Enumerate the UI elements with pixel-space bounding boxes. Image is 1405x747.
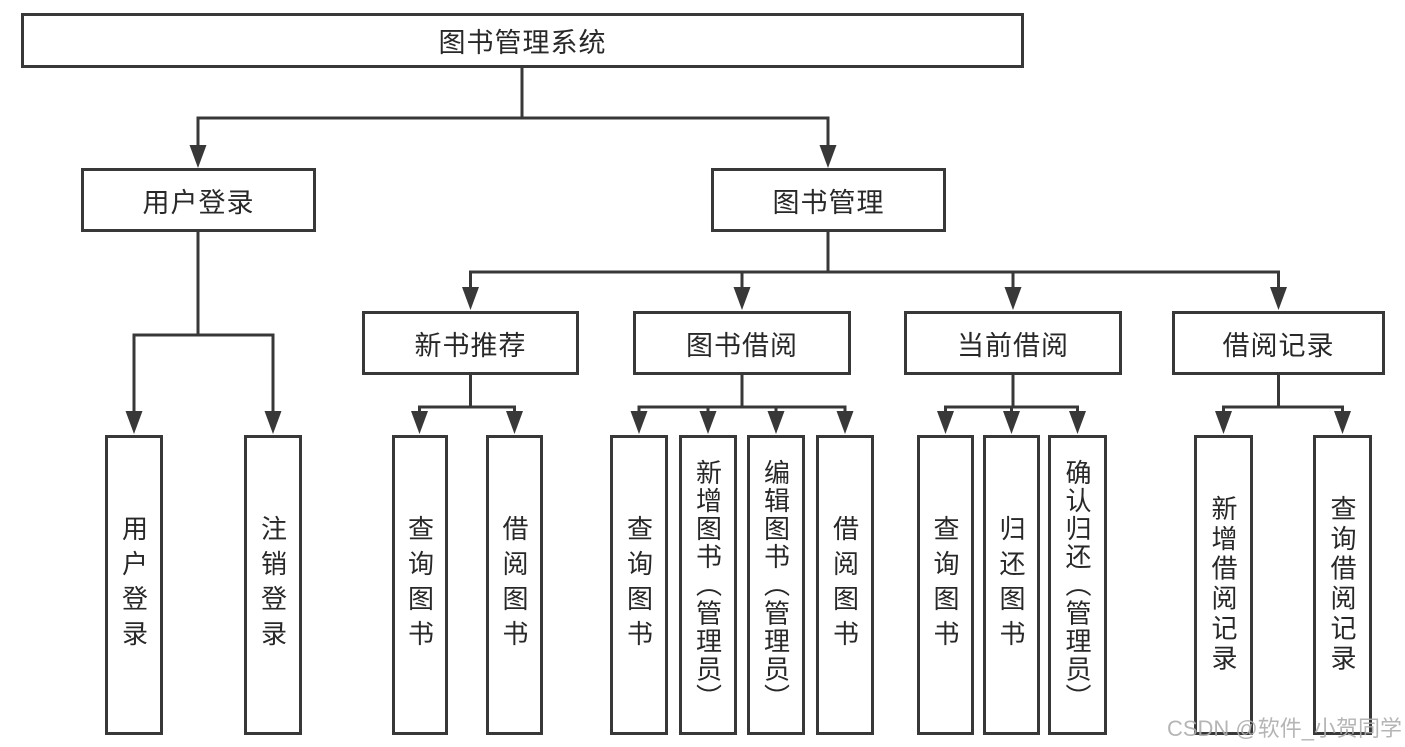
- node-query-books-current: 查询图书: [917, 435, 974, 735]
- node-confirm-return-admin: 确认归还（管理员）: [1048, 435, 1107, 735]
- node-logout: 注销登录: [244, 435, 302, 735]
- node-edit-books-admin: 编辑图书（管理员）: [747, 435, 805, 735]
- node-borrow-books-borrow: 借阅图书: [816, 435, 874, 735]
- node-edit-books-admin-label: 编辑图书（管理员）: [760, 458, 791, 712]
- node-current-borrow-label: 当前借阅: [957, 330, 1069, 361]
- node-user-login: 用户登录: [81, 168, 316, 232]
- node-query-borrow-record-label: 查询借阅记录: [1327, 495, 1357, 675]
- node-query-borrow-record: 查询借阅记录: [1313, 435, 1372, 735]
- node-query-books-borrow: 查询图书: [610, 435, 668, 735]
- node-borrow-records: 借阅记录: [1172, 311, 1385, 375]
- csdn-watermark: CSDN @软件_小贺同学: [1166, 716, 1402, 741]
- node-borrow-books-borrow-label: 借阅图书: [829, 514, 860, 656]
- node-user-login-label: 用户登录: [142, 187, 255, 218]
- node-borrow-books-recommend: 借阅图书: [486, 435, 543, 735]
- node-book-borrow: 图书借阅: [633, 311, 851, 375]
- node-add-books-admin-label: 新增图书（管理员）: [692, 458, 723, 712]
- node-current-borrow: 当前借阅: [904, 311, 1122, 375]
- node-confirm-return-admin-label: 确认归还（管理员）: [1062, 458, 1092, 712]
- node-return-books: 归还图书: [983, 435, 1040, 735]
- node-book-management: 图书管理: [711, 168, 946, 232]
- node-book-borrow-label: 图书借阅: [686, 330, 798, 361]
- node-user-login-leaf: 用户登录: [105, 435, 163, 735]
- node-add-borrow-record-label: 新增借阅记录: [1208, 495, 1238, 675]
- node-add-borrow-record: 新增借阅记录: [1194, 435, 1253, 735]
- node-add-books-admin: 新增图书（管理员）: [679, 435, 737, 735]
- node-book-management-label: 图书管理: [772, 187, 885, 218]
- node-borrow-records-label: 借阅记录: [1222, 330, 1335, 361]
- node-root: 图书管理系统: [21, 13, 1024, 68]
- node-query-books-borrow-label: 查询图书: [623, 514, 654, 656]
- node-query-books-recommend-label: 查询图书: [404, 514, 435, 656]
- node-borrow-books-recommend-label: 借阅图书: [499, 514, 529, 656]
- node-query-books-current-label: 查询图书: [930, 514, 960, 656]
- node-query-books-recommend: 查询图书: [392, 435, 448, 735]
- node-user-login-leaf-label: 用户登录: [118, 514, 149, 656]
- node-new-book-recommend-label: 新书推荐: [414, 330, 527, 361]
- node-root-label: 图书管理系统: [438, 28, 607, 58]
- node-logout-label: 注销登录: [257, 514, 288, 656]
- node-new-book-recommend: 新书推荐: [362, 311, 579, 375]
- node-return-books-label: 归还图书: [996, 514, 1026, 656]
